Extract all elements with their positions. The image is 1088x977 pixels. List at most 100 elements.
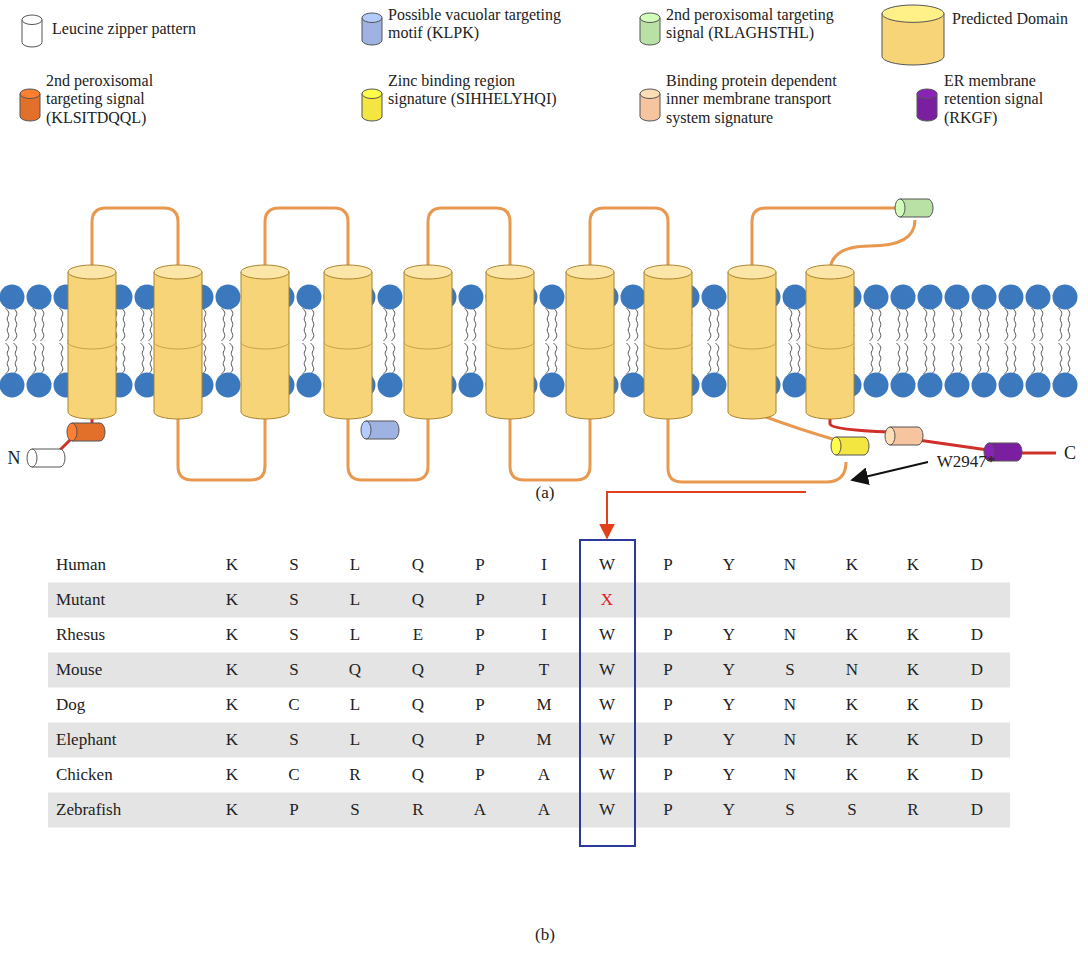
lipid-tail (122, 343, 125, 374)
legend-text: ER membrane retention signal (RKGF) (944, 72, 1084, 127)
species-name: Mouse (56, 660, 102, 680)
residue-cell: K (907, 555, 919, 575)
legend-text: Zinc binding region signature (SIHHELYHQ… (388, 72, 563, 109)
residue-cell: P (663, 730, 672, 750)
lipid-tail (924, 308, 927, 341)
residue-cell: P (475, 695, 484, 715)
residue-cell: D (971, 660, 983, 680)
lipid-tail (41, 308, 44, 341)
helix-top (728, 265, 776, 279)
transmembrane-helix (68, 265, 116, 419)
lipid-tail (1067, 308, 1070, 341)
residue-cell: D (971, 695, 983, 715)
lipid-tail (60, 343, 63, 374)
residue-cell: Y (723, 730, 735, 750)
residue-cell: L (350, 590, 360, 610)
residue-cell: P (663, 660, 672, 680)
species-name: Chicken (56, 765, 113, 785)
lipid-tail (797, 308, 800, 341)
lipid-tail (627, 308, 630, 341)
mutation-pointer (852, 462, 928, 480)
residue-cell: W (599, 765, 615, 785)
mutation-label: W2947* (937, 452, 996, 472)
lipid-tail (1040, 308, 1043, 341)
helix-body (728, 272, 776, 419)
legend-swatch (880, 4, 946, 66)
legend-text: Leucine zipper pattern (52, 20, 342, 38)
lipid-tail (789, 343, 792, 374)
residue-cell: T (539, 660, 549, 680)
lipid-head (783, 285, 808, 310)
transmembrane-helix (241, 265, 289, 419)
lipid-tail (951, 308, 954, 341)
helix-body (404, 272, 452, 419)
lipid-head (972, 373, 997, 398)
residue-cell: N (784, 555, 796, 575)
residue-cell: P (663, 765, 672, 785)
residue-cell: K (226, 765, 238, 785)
lipid-head (216, 373, 241, 398)
residue-cell: Y (723, 555, 735, 575)
helix-top (404, 265, 452, 279)
lipid-head (0, 285, 25, 310)
lipid-tail (203, 343, 206, 374)
lipid-head (972, 285, 997, 310)
lipid-tail (473, 343, 476, 374)
residue-cell: W (599, 730, 615, 750)
helix-body (324, 272, 372, 419)
legend-swatch (638, 88, 662, 122)
residue-cell: K (226, 730, 238, 750)
lipid-head (999, 285, 1024, 310)
lipid-head (1053, 285, 1078, 310)
residue-cell: K (226, 625, 238, 645)
lipid-tail (708, 343, 711, 374)
residue-cell: K (226, 695, 238, 715)
residue-cell: S (289, 660, 298, 680)
row-shading (48, 723, 1010, 758)
lipid-tail (465, 308, 468, 341)
residue-cell: K (226, 800, 238, 820)
lipid-tail (465, 343, 468, 374)
residue-cell: R (349, 765, 360, 785)
intracellular-loop (510, 412, 590, 480)
row-shading (48, 793, 1010, 828)
residue-cell: P (475, 765, 484, 785)
helix-top (566, 265, 614, 279)
legend-text: Predicted Domain (952, 10, 1084, 28)
lipid-tail (392, 308, 395, 341)
residue-cell: M (536, 730, 551, 750)
helix-body (566, 272, 614, 419)
residue-cell: E (413, 625, 423, 645)
residue-cell: L (350, 730, 360, 750)
lipid-tail (978, 308, 981, 341)
lipid-tail (546, 343, 549, 374)
panel-label: (b) (535, 925, 555, 945)
lipid-head (378, 285, 403, 310)
transport-signature-motif (885, 427, 923, 445)
residue-cell: K (907, 660, 919, 680)
residue-cell: Y (723, 695, 735, 715)
lipid-tail (392, 343, 395, 374)
residue-cell: Y (723, 660, 735, 680)
helix-top (644, 265, 692, 279)
residue-cell: K (846, 730, 858, 750)
residue-cell: I (541, 555, 547, 575)
residue-cell: K (907, 695, 919, 715)
lipid-head (1053, 373, 1078, 398)
lipid-tail (635, 343, 638, 374)
lipid-tail (473, 308, 476, 341)
lipid-head (891, 285, 916, 310)
lipid-tail (33, 343, 36, 374)
lipid-tail (1059, 308, 1062, 341)
lipid-tail (635, 308, 638, 341)
residue-cell: M (536, 695, 551, 715)
residue-cell: C (288, 765, 299, 785)
lipid-tail (1013, 343, 1016, 374)
lipid-head (918, 373, 943, 398)
residue-cell: A (538, 765, 550, 785)
residue-cell: Y (723, 800, 735, 820)
helix-body (154, 272, 202, 419)
residue-cell: L (350, 695, 360, 715)
helix-top (486, 265, 534, 279)
row-shading (48, 653, 1010, 688)
